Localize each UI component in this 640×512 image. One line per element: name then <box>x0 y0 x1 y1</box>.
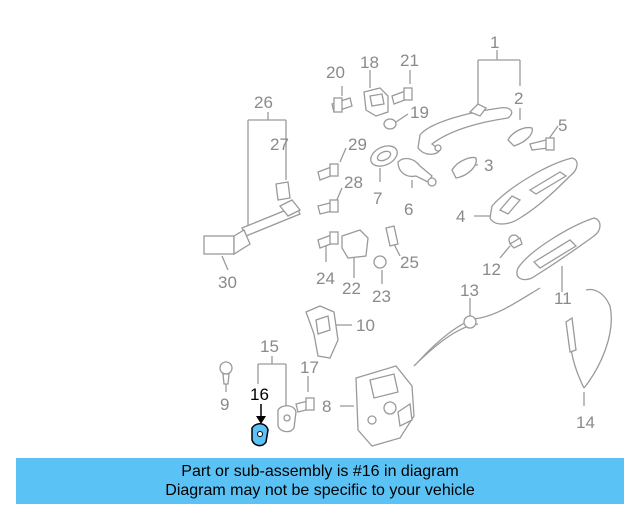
callout-22: 22 <box>342 279 361 298</box>
callout-9: 9 <box>220 395 229 414</box>
part-3-handle-pad <box>451 156 478 179</box>
callout-28: 28 <box>344 173 363 192</box>
caption-banner: Part or sub-assembly is #16 in diagram D… <box>16 458 624 504</box>
part-26-check-strap <box>203 112 302 256</box>
part-15-bracket-leader <box>257 356 297 433</box>
part-24-bolt <box>317 231 339 262</box>
callout-2: 2 <box>514 89 523 108</box>
part-10-bracket <box>305 305 352 359</box>
part-29-bolt <box>317 147 347 181</box>
callout-18: 18 <box>360 53 379 72</box>
callout-21: 21 <box>400 51 419 70</box>
part-16-highlighted <box>251 404 269 447</box>
part-13-cable <box>413 287 541 367</box>
part-23-nut <box>373 255 387 284</box>
part-28-bolt <box>317 187 343 215</box>
caption-line-1: Part or sub-assembly is #16 in diagram <box>181 463 459 480</box>
part-25-bolt <box>385 225 401 257</box>
callout-14: 14 <box>576 413 595 432</box>
part-12-screw <box>499 234 523 259</box>
callout-27: 27 <box>270 135 289 154</box>
caption-line-2: Diagram may not be specific to your vehi… <box>165 482 475 499</box>
callout-4: 4 <box>456 207 465 226</box>
part-8-door-latch <box>340 365 415 447</box>
callout-6: 6 <box>404 200 413 219</box>
part-6-lock-cylinder <box>397 157 437 188</box>
part-17-bolt <box>295 376 315 413</box>
callout-24: 24 <box>316 269 335 288</box>
part-20-bolt <box>331 86 353 113</box>
part-2-handle-cover <box>507 108 533 147</box>
part-14-cable <box>565 288 612 406</box>
callout-23: 23 <box>372 287 391 306</box>
callout-15: 15 <box>260 337 279 356</box>
callout-26: 26 <box>254 93 273 112</box>
part-4-handle-frame <box>474 157 578 225</box>
callout-13: 13 <box>460 281 479 300</box>
part-9-screw <box>219 361 233 392</box>
callout-12: 12 <box>482 260 501 279</box>
part-19-washer <box>383 113 409 130</box>
callout-3: 3 <box>484 156 493 175</box>
callout-19: 19 <box>410 103 429 122</box>
part-27-plate <box>275 181 291 201</box>
callout-25: 25 <box>400 253 419 272</box>
callout-17: 17 <box>300 358 319 377</box>
part-18-bracket <box>363 70 389 117</box>
callout-11: 11 <box>554 289 572 308</box>
part-21-bolt <box>391 70 413 105</box>
part-11-inner-handle <box>516 217 601 292</box>
callout-16: 16 <box>250 385 269 404</box>
callout-1: 1 <box>490 33 499 52</box>
callout-29: 29 <box>348 135 367 154</box>
part-30-leader <box>221 255 229 271</box>
callout-5: 5 <box>558 116 567 135</box>
part-5-bolt <box>529 125 559 151</box>
part-1-outer-handle <box>417 50 521 155</box>
part-22-bracket <box>341 229 369 278</box>
callout-8: 8 <box>322 397 331 416</box>
callout-30: 30 <box>218 273 237 292</box>
callout-10: 10 <box>356 316 375 335</box>
part-7-cylinder-bezel <box>370 145 398 182</box>
callout-20: 20 <box>326 63 345 82</box>
callout-7: 7 <box>373 189 382 208</box>
